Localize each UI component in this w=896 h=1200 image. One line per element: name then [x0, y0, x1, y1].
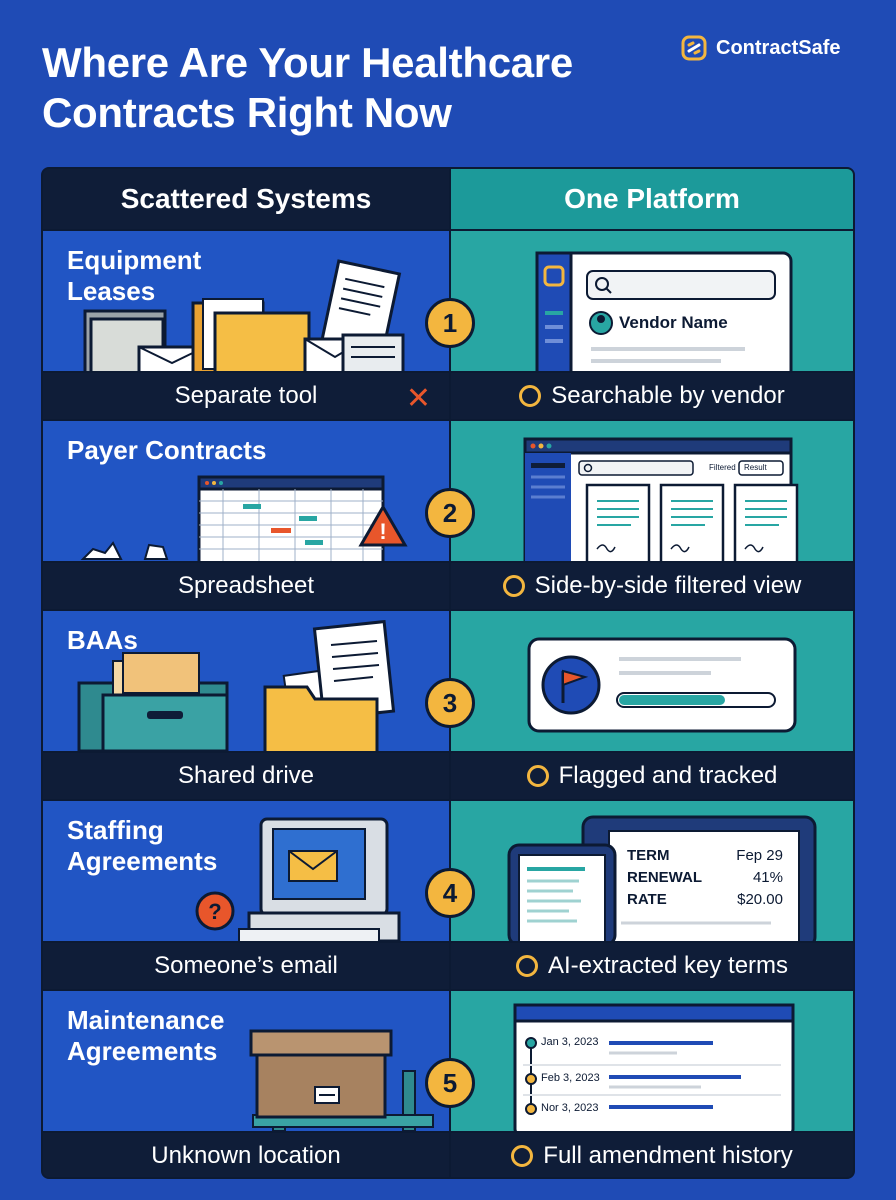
shared-drive-illustration — [77, 619, 396, 751]
vendor-name-label: Vendor Name — [619, 313, 728, 332]
row-equipment-leases: Equipment Leases — [43, 231, 853, 421]
page-title: Where Are Your Healthcare Contracts Righ… — [42, 39, 573, 136]
circle-icon — [515, 955, 538, 977]
left-caption: Someone’s email — [154, 952, 338, 979]
header-one-platform: One Platform — [451, 169, 853, 229]
result-dropdown-label: Result — [744, 463, 767, 472]
row-number-badge: 5 — [425, 1058, 475, 1108]
row-title: BAAs — [67, 625, 138, 655]
term-label: TERM — [627, 847, 670, 864]
vendor-search-illustration — [535, 251, 793, 371]
row-number-badge: 1 — [425, 298, 475, 348]
term-label: RENEWAL — [627, 869, 702, 886]
x-mark-icon: ✕ — [405, 382, 431, 415]
spreadsheet-illustration: ! — [80, 475, 408, 561]
row-payer-contracts: Payer Contracts — [43, 421, 853, 611]
row-maintenance-agreements: Maintenance Agreements — [43, 991, 853, 1177]
row-number-badge: 3 — [425, 678, 475, 728]
term-label: RATE — [627, 891, 667, 908]
key-terms-illustration — [507, 815, 817, 941]
left-caption: Shared drive — [177, 762, 315, 789]
term-value: Fep 29 — [736, 847, 783, 864]
circle-icon — [502, 575, 525, 597]
row-title: Staffing Agreements — [67, 815, 218, 876]
history-date: Jan 3, 2023 — [541, 1036, 599, 1048]
left-caption: Spreadsheet — [177, 572, 315, 599]
right-caption: Searchable by vendor — [551, 382, 785, 409]
history-date: Feb 3, 2023 — [541, 1072, 600, 1084]
email-computer-illustration: ? — [195, 817, 401, 941]
brand-name: ContractSafe — [716, 36, 841, 59]
row-number-badge: 4 — [425, 868, 475, 918]
circle-icon — [519, 385, 542, 407]
row-number-badge: 2 — [425, 488, 475, 538]
circle-icon — [526, 765, 549, 787]
circle-icon — [511, 1145, 534, 1167]
row-title: Equipment Leases — [67, 245, 202, 306]
scattered-folders-illustration — [83, 259, 405, 371]
row-baas: BAAs — [43, 611, 853, 801]
row-staffing-agreements: Staffing Agreements ? — [43, 801, 853, 991]
history-date: Nor 3, 2023 — [541, 1102, 599, 1114]
flag-tracker-illustration — [527, 637, 797, 733]
filtered-view-illustration — [523, 437, 799, 561]
contractsafe-logo-icon — [681, 35, 707, 61]
term-row: TERM Fep 29 — [627, 845, 783, 867]
svg-text:?: ? — [208, 899, 221, 924]
right-caption: Full amendment history — [543, 1142, 793, 1169]
term-value: 41% — [752, 869, 783, 886]
row-title: Payer Contracts — [67, 435, 267, 465]
comparison-table: Scattered Systems One Platform Equipment… — [41, 167, 855, 1179]
right-caption: Side-by-side filtered view — [534, 572, 802, 599]
svg-text:!: ! — [379, 519, 386, 544]
row-title: Maintenance Agreements — [67, 1005, 225, 1066]
key-terms-list: TERM Fep 29 RENEWAL 41% RATE $20.00 — [627, 845, 783, 911]
term-value: $20.00 — [737, 891, 783, 908]
right-caption: AI-extracted key terms — [547, 952, 789, 979]
amendment-history-illustration — [513, 1003, 795, 1131]
term-row: RENEWAL 41% — [627, 867, 783, 889]
left-caption: Unknown location — [151, 1142, 341, 1169]
left-caption: Separate tool — [174, 382, 318, 409]
filtered-label: Filtered — [709, 463, 736, 472]
brand-logo: ContractSafe — [680, 34, 840, 62]
right-caption: Flagged and tracked — [558, 762, 778, 789]
header-scattered-systems: Scattered Systems — [43, 169, 449, 229]
storage-box-illustration — [249, 1029, 434, 1131]
term-row: RATE $20.00 — [627, 889, 783, 911]
